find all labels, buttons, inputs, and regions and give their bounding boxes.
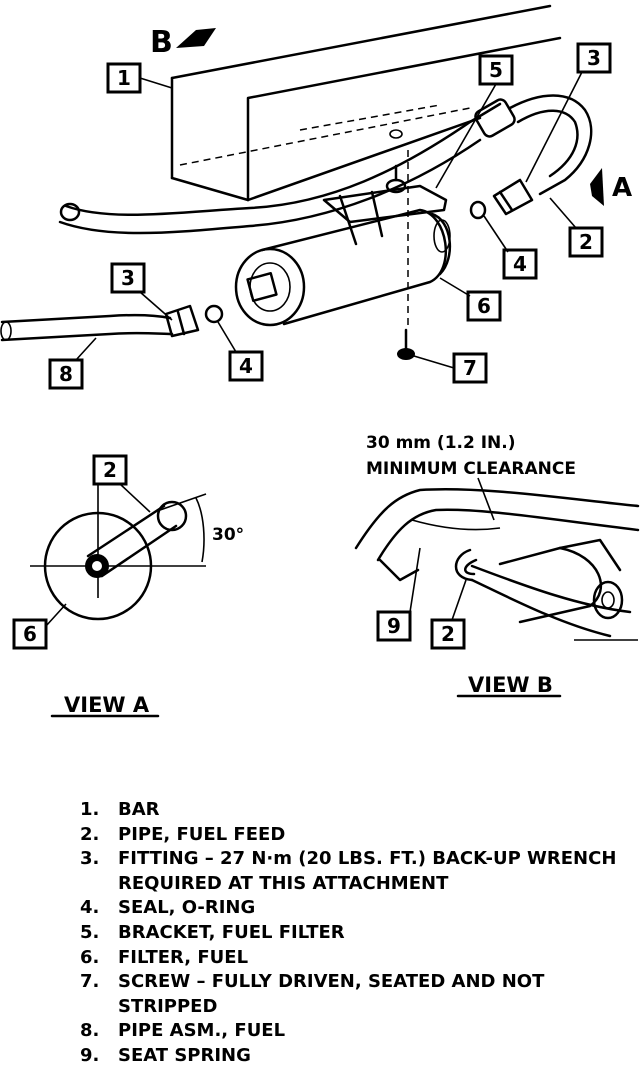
view-b-drawing [354,487,640,641]
mounting-screw [397,328,415,360]
view-b-title: VIEW B [456,673,562,698]
svg-text:9: 9 [387,614,401,638]
view-arrow-a-icon [590,168,604,206]
svg-text:5: 5 [489,58,503,82]
svg-text:4: 4 [513,252,527,276]
callout-4-left: 4 [217,321,264,382]
svg-text:7: 7 [463,356,477,380]
callout-5: 5 [435,54,514,189]
view-a-callout-2: 2 [92,454,151,513]
svg-text:2: 2 [579,230,593,254]
view-b-callout-9: 9 [376,547,421,642]
callout-2-top: 2 [549,197,604,258]
svg-text:2: 2 [441,622,455,646]
view-a-title: VIEW A [50,693,160,718]
callout-8: 8 [48,337,97,390]
parts-legend: 1.BAR 2.PIPE, FUEL FEED 3.FITTING – 27 N… [80,798,618,1069]
svg-text:1: 1 [117,66,131,90]
svg-text:6: 6 [23,622,37,646]
callout-4-right: 4 [483,215,538,280]
svg-text:VIEW B: VIEW B [468,673,553,697]
legend-item: 2.PIPE, FUEL FEED [80,823,286,845]
view-b-clearance-note: 30 mm (1.2 IN.) MINIMUM CLEARANCE [366,433,576,521]
view-marker-b-letter: B [150,25,173,60]
callout-1: 1 [106,62,173,94]
fuel-pipe-assembly [0,313,174,342]
seal-o-ring-right [469,200,487,220]
view-marker-a: A [590,168,632,206]
legend-item: 5.BRACKET, FUEL FILTER [80,921,345,943]
view-arrow-b-icon [176,28,216,48]
view-a-drawing: 30° [30,478,244,621]
view-marker-b: B [150,25,216,60]
legend-item: 7.SCREW – FULLY DRIVEN, SEATED AND NOT S… [80,971,545,1017]
callout-7: 7 [413,352,488,384]
svg-text:2: 2 [103,458,117,482]
fitting-left [164,304,224,338]
svg-text:4: 4 [239,354,253,378]
fuel-pipe-upper [58,94,593,235]
fitting-right [469,178,534,220]
legend-item: 1.BAR [80,799,160,820]
callout-3-right: 3 [525,42,612,183]
svg-text:6: 6 [477,294,491,318]
svg-text:3: 3 [587,46,601,70]
fuel-filter-canister [234,208,452,327]
svg-text:VIEW A: VIEW A [64,693,150,717]
legend-item: 4.SEAL, O-RING [80,897,256,919]
svg-text:3: 3 [121,266,135,290]
legend-item: 9.SEAT SPRING [80,1044,251,1066]
legend-item: 3.FITTING – 27 N·m (20 LBS. FT.) BACK-UP… [80,848,617,894]
legend-item: 8.PIPE ASM., FUEL [80,1020,286,1042]
callout-3-left: 3 [110,262,173,321]
fuel-filter-bracket [322,129,448,330]
svg-text:8: 8 [59,362,73,386]
clearance-text: MINIMUM CLEARANCE [366,459,576,479]
legend-item: 6.FILTER, FUEL [80,946,249,968]
clearance-value: 30 mm (1.2 IN.) [366,433,516,453]
view-b-callout-2: 2 [430,579,467,650]
view-a-callout-6: 6 [12,603,67,650]
seal-o-ring-left [204,304,224,324]
view-marker-a-letter: A [612,173,632,203]
view-a-angle-label: 30° [212,525,244,545]
callout-6-top: 6 [439,277,502,322]
bar-frame-rail [170,4,562,202]
